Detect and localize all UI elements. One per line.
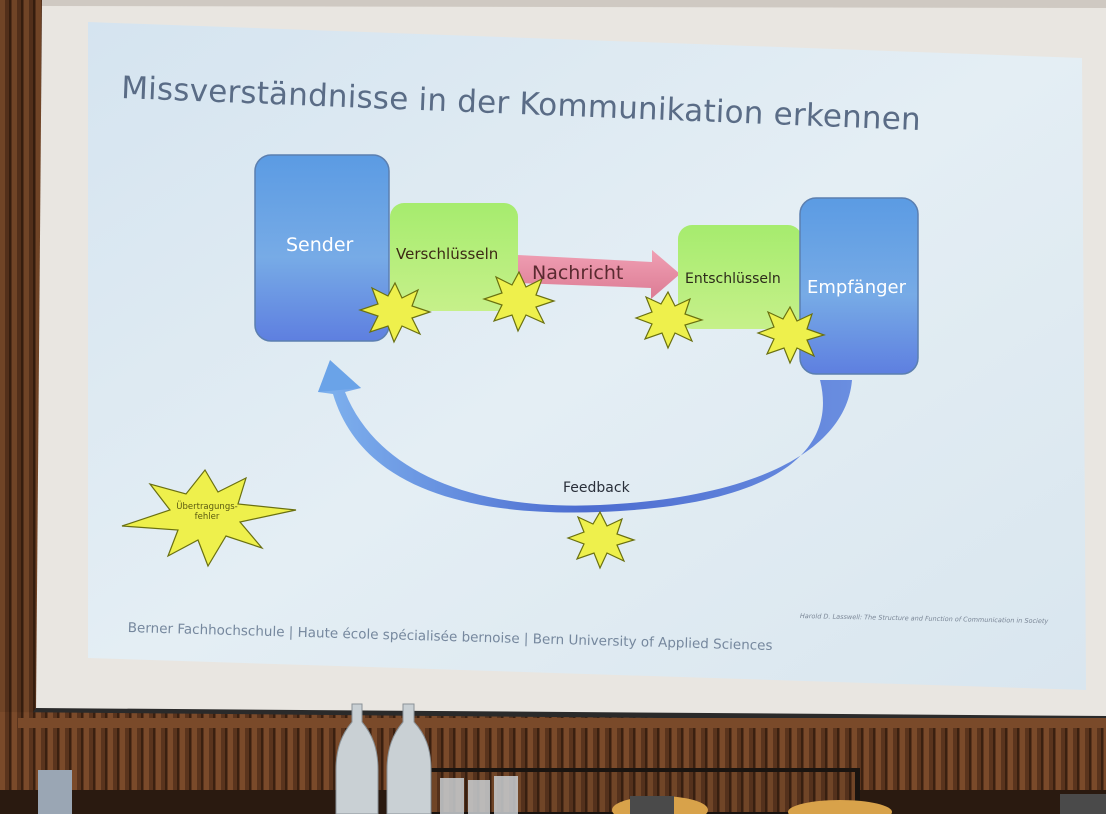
message-arrow bbox=[518, 250, 680, 299]
message-label: Nachricht bbox=[532, 262, 624, 284]
encode-box bbox=[390, 203, 518, 311]
error-star-icon bbox=[634, 290, 704, 350]
receiver-label: Empfänger bbox=[807, 277, 907, 298]
error-star-icon bbox=[482, 270, 556, 333]
legend-label: Übertragungs- fehler bbox=[176, 502, 238, 522]
feedback-label: Feedback bbox=[563, 480, 630, 496]
sender-box bbox=[254, 154, 390, 342]
cup bbox=[38, 770, 72, 814]
error-star-icon bbox=[756, 305, 826, 365]
legend-star-icon bbox=[121, 468, 297, 568]
water-bottles bbox=[335, 703, 432, 814]
error-star-icon bbox=[566, 510, 636, 570]
decode-box bbox=[678, 225, 802, 329]
sender-label: Sender bbox=[286, 234, 354, 256]
decode-label: Entschlüsseln bbox=[685, 271, 781, 287]
receiver-box bbox=[799, 197, 919, 375]
error-star-icon bbox=[358, 281, 432, 344]
encode-label: Verschlüsseln bbox=[396, 245, 499, 263]
